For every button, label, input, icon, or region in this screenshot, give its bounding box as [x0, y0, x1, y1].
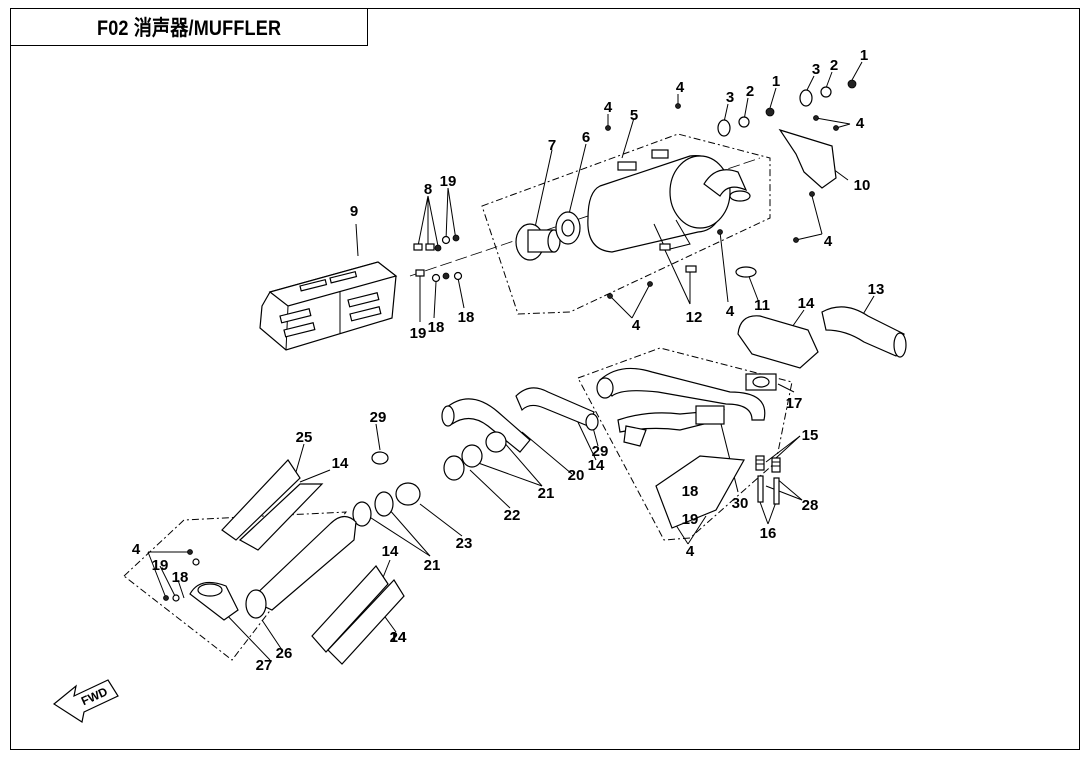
grommets-12 — [659, 243, 697, 273]
gasket-6 — [555, 211, 581, 245]
front-pipe-17 — [596, 367, 777, 447]
callout: 14 — [588, 457, 605, 474]
heat-shield-9 — [259, 261, 398, 351]
fwd-arrow: FWD — [52, 679, 119, 723]
callout: 18 — [172, 569, 189, 586]
callout: 29 — [370, 409, 387, 426]
callout: 25 — [296, 429, 313, 446]
callout: 21 — [538, 485, 555, 502]
bend-pipe-14-center — [515, 387, 595, 427]
end-cap-7 — [515, 223, 561, 261]
callout: 19 — [410, 325, 427, 342]
tail-pipe-13 — [821, 306, 907, 358]
callout: 21 — [424, 557, 441, 574]
gasket-29-center — [585, 413, 599, 431]
muffler-assembly-outline — [481, 133, 771, 315]
washers-18-19-left — [163, 549, 200, 602]
callout: 4 — [686, 543, 695, 560]
callout: 20 — [568, 467, 585, 484]
callout: 16 — [760, 525, 777, 542]
tail-pipe-24 — [311, 565, 405, 665]
heat-shield-26-27 — [189, 581, 239, 621]
pipe-shield-30 — [655, 455, 745, 529]
callout: 19 — [152, 557, 169, 574]
leader-lines — [147, 61, 875, 661]
bend-pipe-20 — [441, 398, 531, 453]
callout: 29 — [592, 443, 609, 460]
callout: 11 — [754, 297, 770, 314]
gasket-29-left — [371, 451, 389, 465]
callout: 23 — [456, 535, 473, 552]
callout: 2 — [746, 83, 754, 100]
callout: 18 — [428, 319, 445, 336]
muffler-body-5 — [587, 149, 751, 253]
callout: 18 — [682, 483, 699, 500]
callout: 4 — [856, 115, 865, 132]
callout: 7 — [548, 137, 556, 154]
callout: 14 — [798, 295, 815, 312]
callout: 22 — [504, 507, 521, 524]
bracket-10 — [778, 128, 837, 189]
pipe-shield-25 — [221, 459, 324, 551]
callout: 6 — [582, 129, 590, 146]
callout: 9 — [350, 203, 358, 220]
callout: 14 — [390, 629, 407, 646]
callout: 8 — [424, 181, 432, 198]
bolts-washers-8-18-19 — [413, 234, 463, 283]
callout: 12 — [686, 309, 703, 326]
small-bolts-4 — [605, 103, 839, 299]
callout: 28 — [802, 497, 819, 514]
link-pipe — [245, 515, 357, 619]
callout: 4 — [676, 79, 685, 96]
callout: 13 — [868, 281, 885, 298]
callout: 3 — [726, 89, 734, 106]
callout: 4 — [824, 233, 833, 250]
callout: 15 — [802, 427, 819, 444]
callout: 10 — [854, 177, 871, 194]
callout: 1 — [772, 73, 780, 90]
gasket-11 — [735, 266, 757, 278]
callout: 3 — [812, 61, 820, 78]
heat-shield-assembly-outline — [123, 511, 348, 661]
callout: 14 — [382, 543, 399, 560]
callout: 1 — [860, 47, 868, 64]
callout-numbers: 1 1 2 2 3 3 4 4 4 4 4 4 4 4 4 5 6 7 8 9 … — [132, 47, 885, 674]
callout: 19 — [440, 173, 457, 190]
tail-pipe-14-right — [737, 315, 819, 369]
callout: 4 — [132, 541, 141, 558]
callout: 4 — [632, 317, 641, 334]
callout: 26 — [276, 645, 293, 662]
callout: 14 — [332, 455, 349, 472]
callout: 27 — [256, 657, 273, 674]
mount-bolts-1-2-3 — [717, 79, 857, 137]
drawing-frame — [10, 8, 1080, 750]
callout: 4 — [726, 303, 735, 320]
title-box: F02 消声器/MUFFLER — [10, 8, 368, 46]
page-title: F02 消声器/MUFFLER — [96, 17, 282, 40]
callout: 4 — [604, 99, 613, 116]
callout: 5 — [630, 107, 638, 124]
clamps-21-22-23 — [352, 431, 507, 527]
callout: 24 — [390, 629, 407, 646]
springs-15-bolts-16 — [755, 455, 781, 505]
callout: 17 — [786, 395, 803, 412]
callout: 19 — [682, 511, 699, 528]
callout: 2 — [830, 57, 838, 74]
callout: 30 — [732, 495, 749, 512]
callout: 18 — [458, 309, 475, 326]
